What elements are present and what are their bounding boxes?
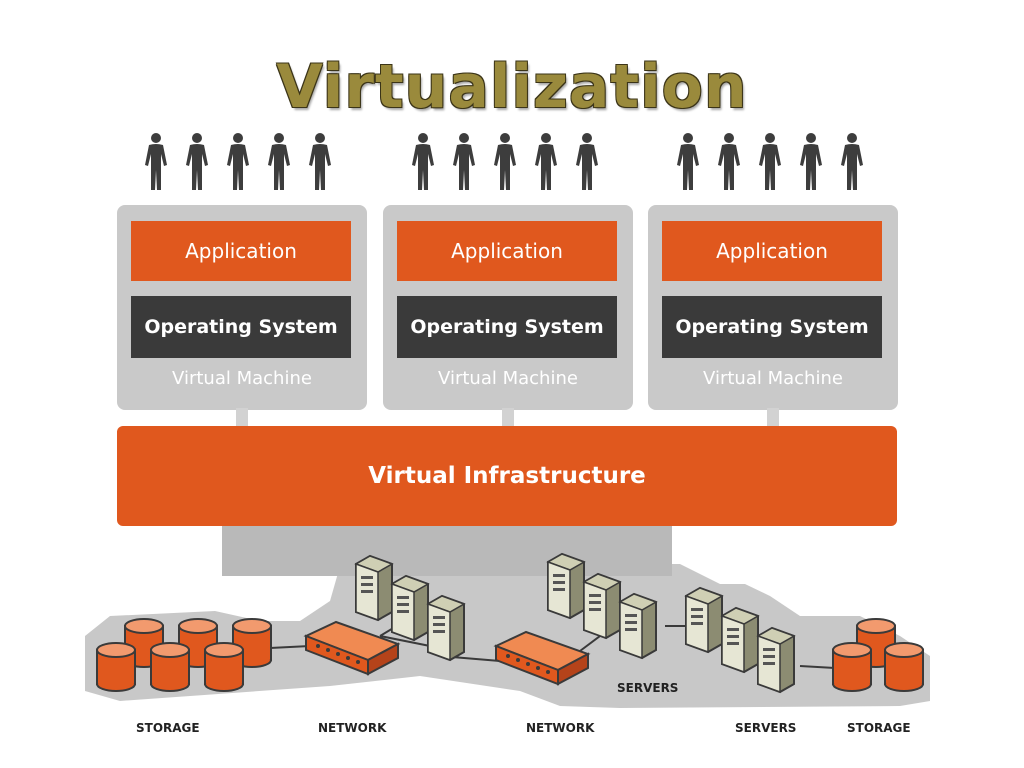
person-icon (716, 132, 742, 192)
vm-connector (767, 408, 779, 430)
person-icon (410, 132, 436, 192)
person-icon (839, 132, 865, 192)
operating-system-box: Operating System (131, 296, 351, 358)
users-group-3 (675, 132, 875, 194)
person-icon (757, 132, 783, 192)
person-icon (492, 132, 518, 192)
virtual-machine-1: Application Operating System Virtual Mac… (117, 205, 367, 410)
person-icon (675, 132, 701, 192)
storage-left-label: STORAGE (136, 721, 200, 735)
operating-system-box: Operating System (397, 296, 617, 358)
page-title: Virtualization (276, 52, 748, 122)
application-box: Application (662, 221, 882, 281)
network-mid-label: NETWORK (526, 721, 595, 735)
person-icon (533, 132, 559, 192)
virtual-machine-2: Application Operating System Virtual Mac… (383, 205, 633, 410)
person-icon (574, 132, 600, 192)
application-box: Application (397, 221, 617, 281)
person-icon (798, 132, 824, 192)
network-left-label: NETWORK (318, 721, 387, 735)
vm-connector (236, 408, 248, 430)
users-group-1 (143, 132, 343, 194)
virtual-infrastructure-bar: Virtual Infrastructure (117, 426, 897, 526)
person-icon (184, 132, 210, 192)
users-group-2 (410, 132, 610, 194)
hardware-layer (85, 526, 930, 708)
person-icon (451, 132, 477, 192)
operating-system-box: Operating System (662, 296, 882, 358)
servers-right-label: SERVERS (735, 721, 797, 735)
virtual-machine-label: Virtual Machine (172, 368, 312, 389)
vm-connector (502, 408, 514, 430)
person-icon (266, 132, 292, 192)
virtual-machine-label: Virtual Machine (703, 368, 843, 389)
virtual-machine-label: Virtual Machine (438, 368, 578, 389)
person-icon (225, 132, 251, 192)
person-icon (143, 132, 169, 192)
servers-mid-label: SERVERS (617, 681, 679, 695)
storage-right-label: STORAGE (847, 721, 911, 735)
person-icon (307, 132, 333, 192)
virtual-machine-3: Application Operating System Virtual Mac… (648, 205, 898, 410)
application-box: Application (131, 221, 351, 281)
